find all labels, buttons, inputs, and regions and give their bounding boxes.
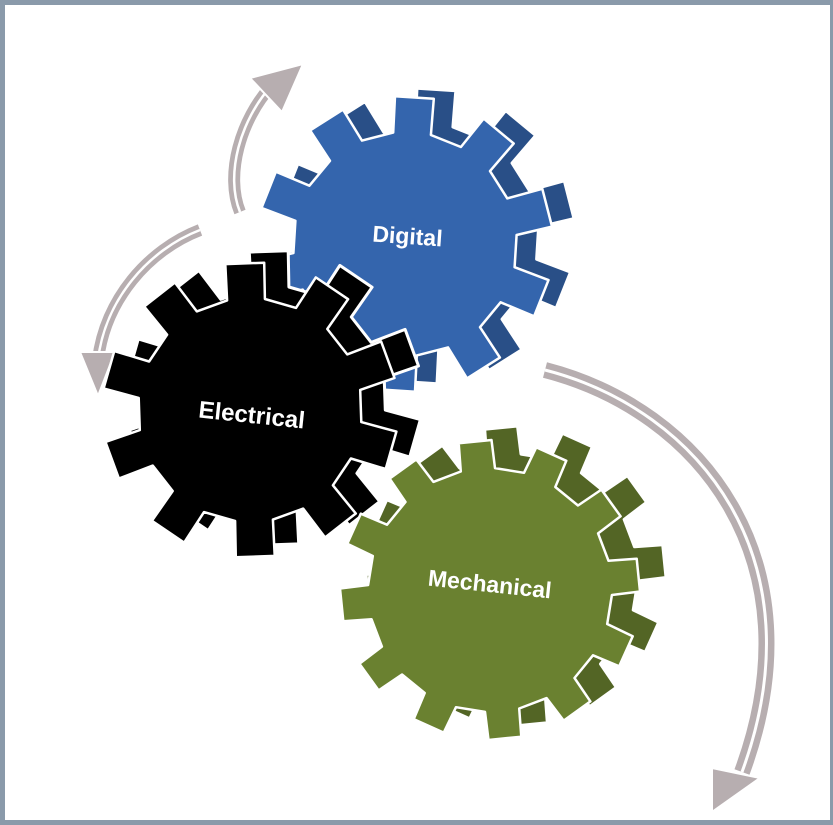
- arrow-right: [542, 362, 775, 814]
- gear-face: [102, 261, 398, 559]
- digital-gear-label: Digital: [372, 221, 444, 252]
- mechanical-gear: [338, 424, 668, 742]
- gear-face: [338, 438, 642, 742]
- electrical-gear: [102, 249, 422, 559]
- cycle-arrows: [78, 62, 775, 814]
- arrow-top: [228, 62, 305, 215]
- arrow-left: [78, 224, 203, 399]
